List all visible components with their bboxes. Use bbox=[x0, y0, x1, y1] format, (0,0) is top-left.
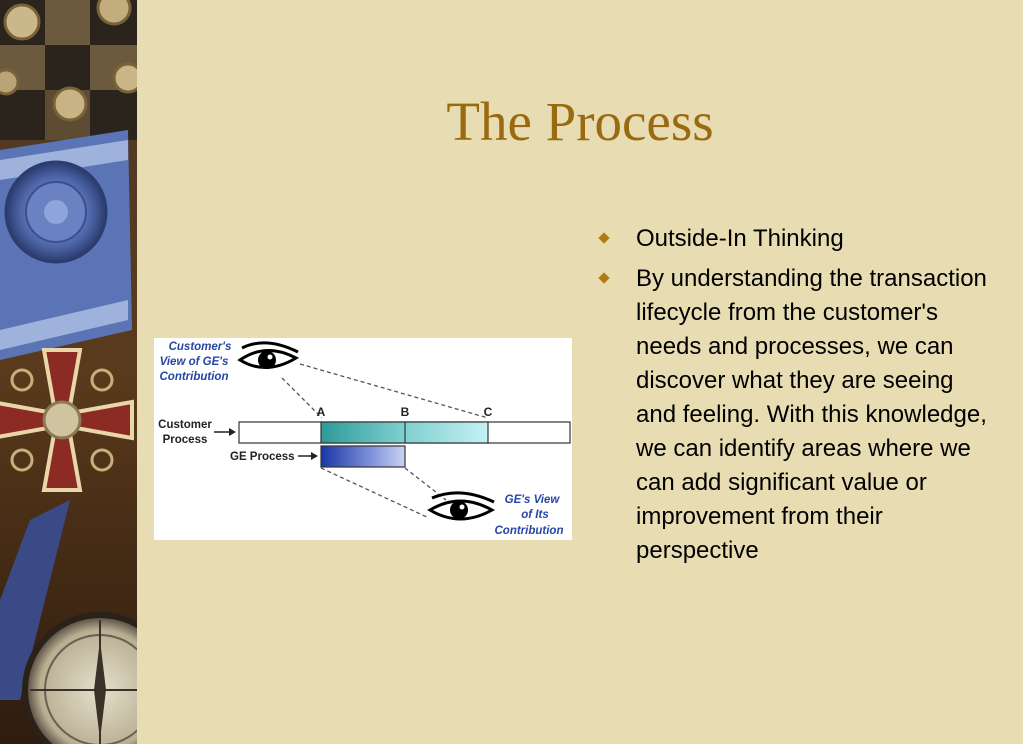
sight-line-customer-c bbox=[299, 363, 489, 419]
marker-a: A bbox=[317, 405, 326, 419]
slide-title: The Process bbox=[446, 91, 714, 152]
sight-line-ge-a bbox=[320, 467, 430, 519]
bullet-list: Outside-In Thinking By understanding the… bbox=[598, 222, 998, 574]
ge-process-bar bbox=[320, 445, 406, 468]
ge-eye-icon bbox=[427, 491, 496, 521]
customer-process-label-line-2: Process bbox=[163, 434, 208, 446]
diamond-bullet-icon bbox=[598, 232, 610, 244]
process-diagram-graphic: Customer's View of GE's Contribution A B… bbox=[158, 341, 571, 537]
customer-view-label-line-2: View of GE's bbox=[160, 356, 229, 368]
customer-process-label-line-1: Customer bbox=[158, 419, 212, 431]
arrow-right-icon bbox=[214, 428, 236, 436]
bullet-text: By understanding the transaction lifecyc… bbox=[636, 265, 987, 564]
diamond-bullet-icon bbox=[598, 272, 610, 284]
medal-collage-image bbox=[0, 0, 137, 744]
ge-view-label-line-1: GE's View bbox=[505, 494, 561, 506]
ge-process-label: GE Process bbox=[230, 451, 295, 463]
bullet-item-understanding: By understanding the transaction lifecyc… bbox=[598, 262, 998, 568]
customer-view-label-line-1: Customer's bbox=[169, 341, 232, 353]
process-diagram: Customer's View of GE's Contribution A B… bbox=[154, 338, 572, 540]
sight-line-customer-a bbox=[281, 377, 323, 419]
bullet-item-outside-in: Outside-In Thinking bbox=[598, 222, 998, 256]
ge-view-label-line-2: of Its bbox=[521, 509, 548, 521]
ge-view-label-line-3: Contribution bbox=[495, 525, 564, 537]
decorative-photo-strip bbox=[0, 0, 137, 744]
customer-view-label-line-3: Contribution bbox=[160, 371, 229, 383]
arrow-right-icon bbox=[298, 452, 318, 460]
bullet-text: Outside-In Thinking bbox=[636, 225, 844, 252]
marker-b: B bbox=[401, 405, 410, 419]
customer-eye-icon bbox=[237, 341, 300, 369]
marker-c: C bbox=[484, 405, 493, 419]
